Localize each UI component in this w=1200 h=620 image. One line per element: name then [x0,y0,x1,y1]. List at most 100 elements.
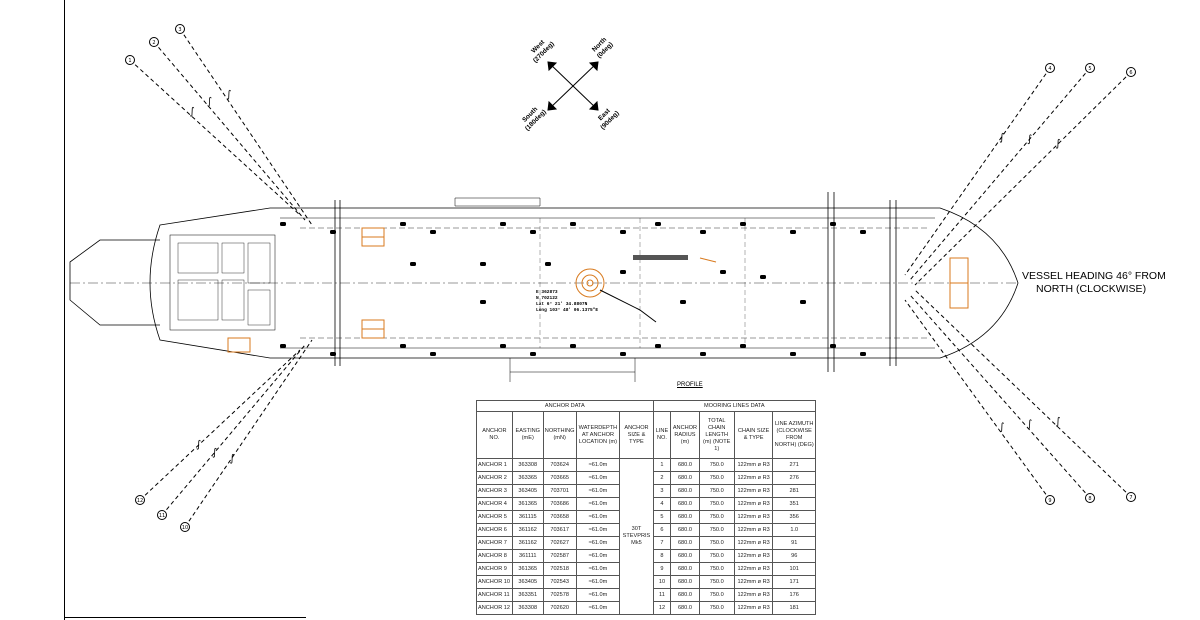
cell-azimuth: 1.0 [772,523,816,537]
deck-bollard [530,230,536,234]
coord-latitude: Lat 6° 21' 34.8807N [536,302,588,307]
anchor-number-label: 5 [1088,66,1091,72]
cell-anchor: ANCHOR 5 [476,510,513,524]
line-break-symbol: ∫ [190,106,195,117]
cell-northing: 703665 [542,471,577,485]
cell-northing: 702620 [542,601,577,615]
anchor-number-label: 2 [152,40,155,46]
cell-chain: 122mm ø R3 [733,562,774,576]
cell-easting: 361365 [511,562,544,576]
cell-line: 7 [652,536,672,550]
cell-anchor: ANCHOR 9 [476,562,513,576]
compass-rose [547,61,599,111]
mooring-lines-group-header: MOORING LINES DATA [652,400,817,412]
deck-bollard [400,344,406,348]
cell-radius: 680.0 [670,471,700,485]
cell-anchor: ANCHOR 3 [476,484,513,498]
line-break-symbol: ∫ [196,440,201,451]
cell-chain: 122mm ø R3 [733,549,774,563]
cell-line: 3 [652,484,672,498]
cell-radius: 680.0 [670,549,700,563]
anchor-number-label: 11 [159,513,165,519]
deck-bollard [620,270,626,274]
cell-line: 12 [652,601,672,615]
anchor-number-label: 10 [182,525,188,531]
col-chain-size: CHAIN SIZE & TYPE [733,411,774,459]
cell-anchor: ANCHOR 1 [476,458,513,472]
cell-chain: 122mm ø R3 [733,523,774,537]
deck-bollard [740,344,746,348]
mooring-line [909,67,1091,281]
cell-easting: 363405 [511,575,544,589]
cell-length: 750.0 [698,588,735,602]
cell-easting: 361162 [511,523,544,537]
deck-bollard [430,352,436,356]
vessel-heading-line1: VESSEL HEADING 46° FROM [1022,270,1166,282]
cell-easting: 363308 [511,601,544,615]
cell-depth: ≈61.0m [575,458,621,472]
cell-northing: 702587 [542,549,577,563]
deck-bollard [830,222,836,226]
anchor-number-label: 9 [1048,498,1051,504]
cell-length: 750.0 [698,536,735,550]
anchor-marker [1045,495,1055,505]
cell-chain: 122mm ø R3 [733,497,774,511]
cell-anchor: ANCHOR 11 [476,588,513,602]
cell-anchor-type: 30T STEVPRIS Mk5 [619,458,654,615]
anchor-number-label: 7 [1129,495,1132,501]
deck-bollard [700,230,706,234]
deck-bollard [790,230,796,234]
cell-chain: 122mm ø R3 [733,601,774,615]
mooring-line [139,349,301,501]
cell-depth: ≈61.0m [575,575,621,589]
col-anchor-size: ANCHOR SIZE & TYPE [619,411,654,459]
anchor-marker [157,510,167,520]
cell-depth: ≈61.0m [575,588,621,602]
cell-radius: 680.0 [670,575,700,589]
cell-length: 750.0 [698,523,735,537]
cell-northing: 703617 [542,523,577,537]
turret-coordinates: E 362873 N 702122 Lat 6° 21' 34.8807N Lo… [536,290,598,314]
cell-length: 750.0 [698,484,735,498]
anchor-marker [1085,63,1095,73]
cell-northing: 703624 [542,458,577,472]
anchor-winches [227,227,969,353]
cell-radius: 680.0 [670,458,700,472]
cell-azimuth: 271 [772,458,816,472]
cell-anchor: ANCHOR 10 [476,575,513,589]
cell-radius: 680.0 [670,536,700,550]
anchor-number-label: 4 [1048,66,1051,72]
anchor-marker [175,24,185,34]
cell-line: 4 [652,497,672,511]
cell-line: 9 [652,562,672,576]
cell-depth: ≈61.0m [575,562,621,576]
cell-easting: 361162 [511,536,544,550]
cell-radius: 680.0 [670,523,700,537]
drawing-border-left [64,0,65,620]
cell-length: 750.0 [698,497,735,511]
cell-easting: 363351 [511,588,544,602]
anchor-number-label: 6 [1129,70,1132,76]
cell-azimuth: 101 [772,562,816,576]
vessel-hull [69,192,1019,382]
line-break-symbol: ∫ [1055,417,1060,428]
deck-bollard [620,230,626,234]
cell-azimuth: 176 [772,588,816,602]
deck-bollard [570,344,576,348]
cell-depth: ≈61.0m [575,510,621,524]
drawing-border-bottom [64,617,306,618]
deck-bollard [430,230,436,234]
deck-bollard [740,222,746,226]
cell-anchor: ANCHOR 12 [476,601,513,615]
anchor-marker [1126,67,1136,77]
cell-northing: 702543 [542,575,577,589]
cell-line: 1 [652,458,672,472]
anchor-number-label: 8 [1088,496,1091,502]
mooring-line [909,294,1091,499]
anchor-marker [180,522,190,532]
deck-bollard [790,352,796,356]
deck-bollard [410,262,416,266]
